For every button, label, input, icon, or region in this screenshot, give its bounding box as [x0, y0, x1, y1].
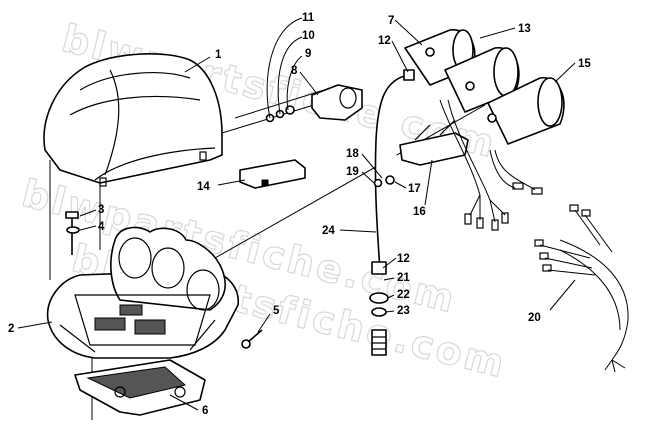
callout-24: 24 — [322, 225, 335, 237]
callout-labels: 1 2 3 4 5 6 7 8 9 10 11 12 12 13 14 15 1… — [8, 12, 591, 417]
bracket-hardware-parts — [265, 84, 363, 123]
callout-6: 6 — [202, 405, 208, 417]
callout-12-lower: 12 — [397, 253, 410, 265]
callout-15: 15 — [578, 58, 591, 70]
callout-22: 22 — [397, 289, 410, 301]
dash-cover-part — [43, 53, 223, 187]
callout-18: 18 — [346, 148, 359, 160]
callout-13: 13 — [518, 23, 531, 35]
screw-part — [241, 329, 263, 349]
cable-assembly-part — [369, 69, 415, 356]
leader-lines — [17, 17, 576, 411]
callout-19: 19 — [346, 166, 359, 178]
callout-10: 10 — [302, 30, 315, 42]
callout-20: 20 — [528, 312, 541, 324]
callout-1: 1 — [215, 49, 222, 61]
callout-8: 8 — [291, 65, 298, 77]
callout-9: 9 — [305, 48, 311, 60]
callout-5: 5 — [273, 305, 280, 317]
gauges-parts — [404, 29, 565, 145]
wiring-parts — [439, 99, 629, 373]
callout-7: 7 — [388, 15, 394, 27]
callout-11: 11 — [302, 12, 315, 24]
instrument-pod-part — [46, 226, 239, 359]
screw-washer-parts — [65, 211, 80, 255]
callout-14: 14 — [197, 181, 210, 193]
callout-23: 23 — [397, 305, 410, 317]
callout-2: 2 — [8, 323, 14, 335]
callout-16: 16 — [413, 206, 426, 218]
mounting-plate-part — [74, 359, 206, 416]
callout-12-upper: 12 — [378, 35, 391, 47]
callout-4: 4 — [98, 221, 105, 233]
brackets-parts — [239, 119, 469, 189]
callout-17: 17 — [408, 183, 421, 195]
callout-3: 3 — [98, 204, 104, 216]
callout-21: 21 — [397, 272, 410, 284]
